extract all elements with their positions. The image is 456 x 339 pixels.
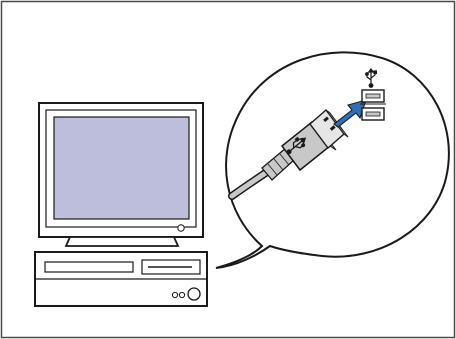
zoom-callout-bubble xyxy=(215,51,450,269)
usb-port-symbol-icon xyxy=(365,67,378,88)
monitor-stand xyxy=(64,236,180,247)
power-indicator-icon xyxy=(177,224,185,232)
power-button xyxy=(187,287,201,301)
case-button-small xyxy=(171,291,179,299)
drive-bay xyxy=(44,261,134,273)
case-button-small-2 xyxy=(178,291,186,299)
monitor-screen xyxy=(53,116,190,220)
computer xyxy=(34,102,208,307)
monitor xyxy=(38,102,204,238)
usb-symbol-icon xyxy=(286,136,307,155)
computer-case xyxy=(34,251,208,307)
usb-port xyxy=(360,89,386,121)
